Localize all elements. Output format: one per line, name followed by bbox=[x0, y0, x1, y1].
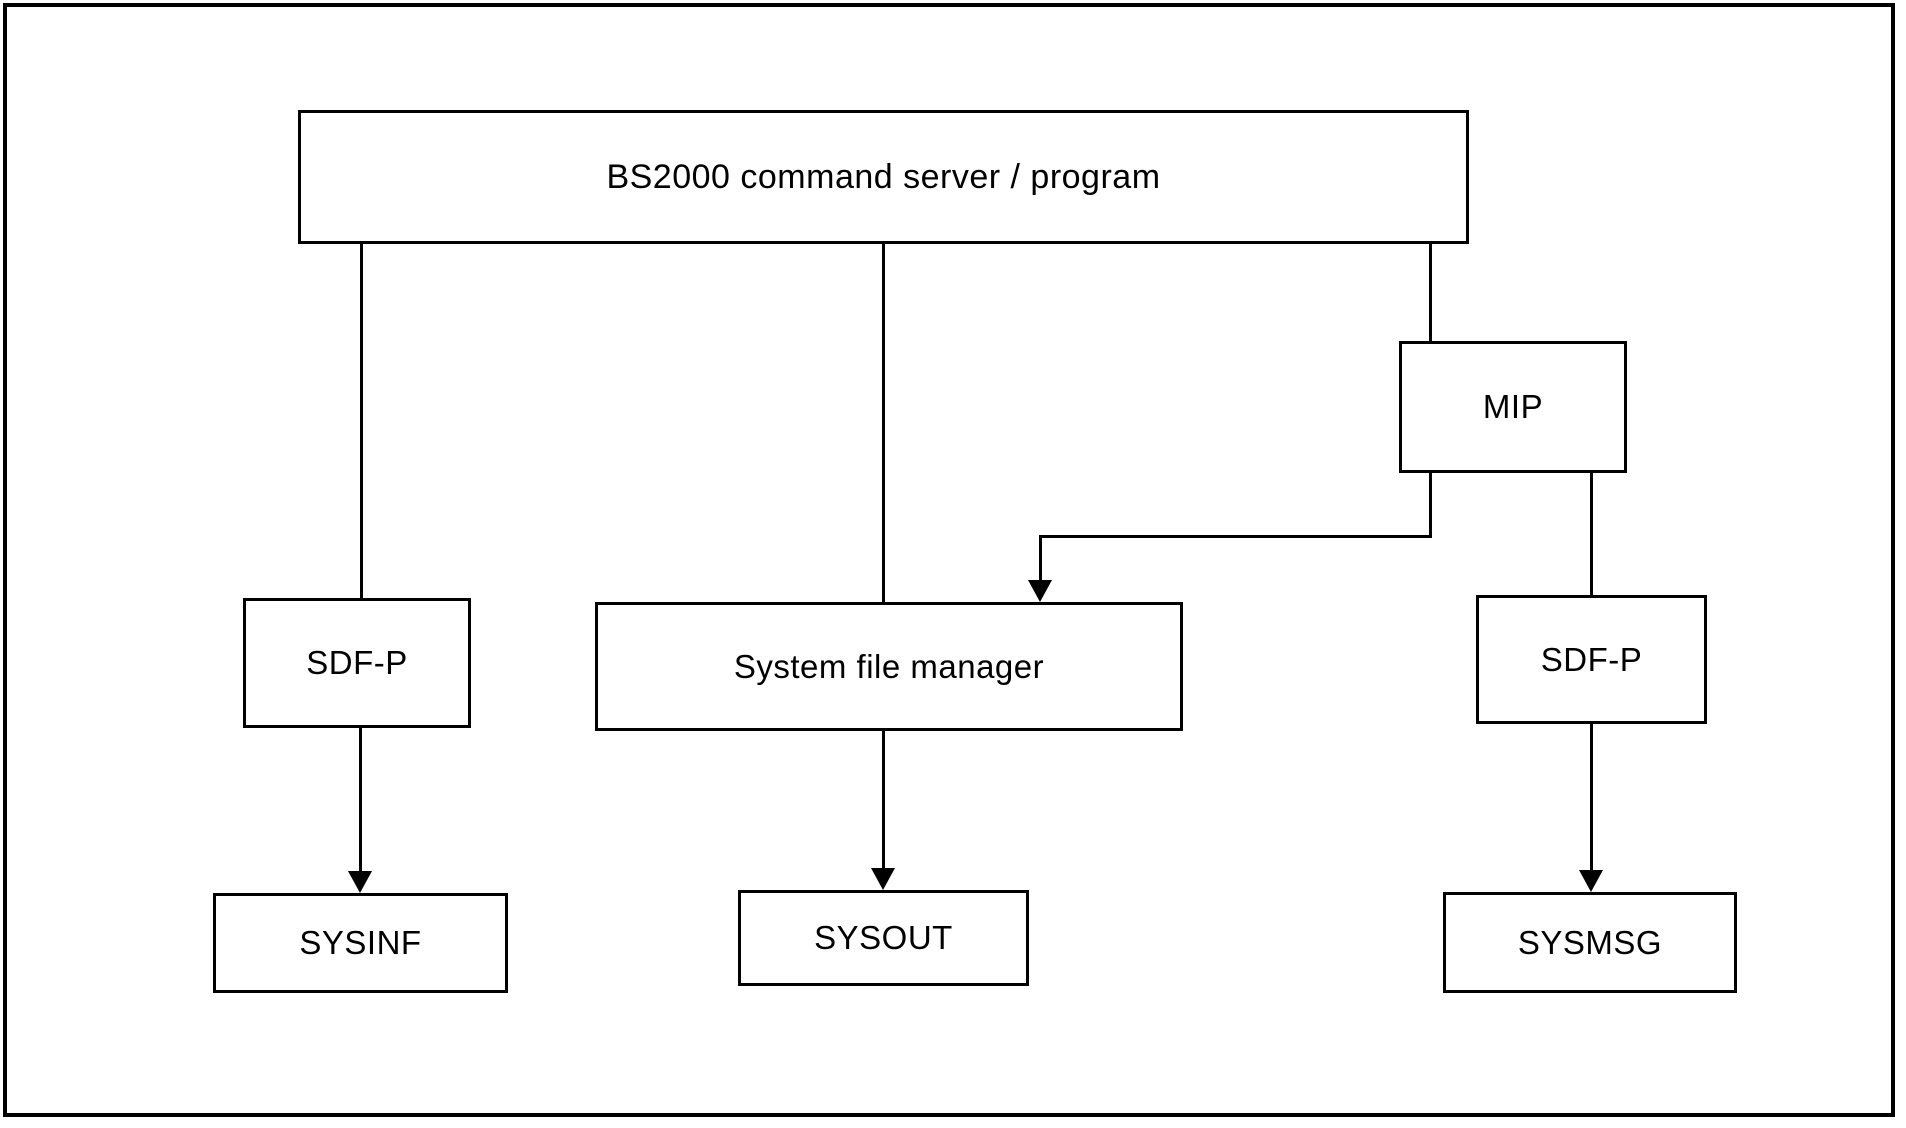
connector-sdfp-left-to-sysinf bbox=[359, 728, 362, 873]
connector-server-to-file-manager bbox=[882, 244, 885, 602]
node-sysmsg-label: SYSMSG bbox=[1517, 923, 1663, 961]
node-sysout-label: SYSOUT bbox=[814, 919, 953, 956]
node-command-server: BS2000 command server / program bbox=[298, 110, 1469, 244]
node-sdfp-right-label: SDF-P bbox=[1540, 640, 1643, 678]
arrowhead-icon bbox=[348, 871, 372, 893]
arrowhead-icon bbox=[871, 868, 895, 890]
node-sysinf-label: SYSINF bbox=[299, 924, 422, 961]
outer-border bbox=[3, 3, 1895, 1117]
node-system-file-manager: System file manager bbox=[595, 602, 1183, 731]
connector-mip-to-file-manager bbox=[1039, 535, 1042, 583]
connector-mip-to-sdfp-right bbox=[1590, 473, 1593, 595]
connector-mip-elbow-vertical bbox=[1429, 473, 1432, 538]
arrowhead-icon bbox=[1579, 870, 1603, 892]
connector-server-to-sdfp-left bbox=[360, 244, 363, 598]
node-sdfp-left-label: SDF-P bbox=[306, 644, 408, 681]
node-mip: MIP bbox=[1399, 341, 1627, 473]
node-sysinf: SYSINF bbox=[213, 893, 508, 993]
node-sdfp-left: SDF-P bbox=[243, 598, 471, 728]
node-sysout: SYSOUT bbox=[738, 890, 1029, 986]
node-mip-label: MIP bbox=[1482, 388, 1544, 425]
connector-file-manager-to-sysout bbox=[882, 731, 885, 868]
arrowhead-icon bbox=[1028, 580, 1052, 602]
connector-sdfp-right-to-sysmsg bbox=[1590, 724, 1593, 870]
node-sysmsg: SYSMSG bbox=[1443, 892, 1737, 993]
connector-server-to-mip bbox=[1429, 244, 1432, 341]
node-command-server-label: BS2000 command server / program bbox=[606, 157, 1161, 196]
node-system-file-manager-label: System file manager bbox=[733, 647, 1045, 685]
node-sdfp-right: SDF-P bbox=[1476, 595, 1707, 724]
connector-mip-elbow-horizontal bbox=[1040, 535, 1432, 538]
